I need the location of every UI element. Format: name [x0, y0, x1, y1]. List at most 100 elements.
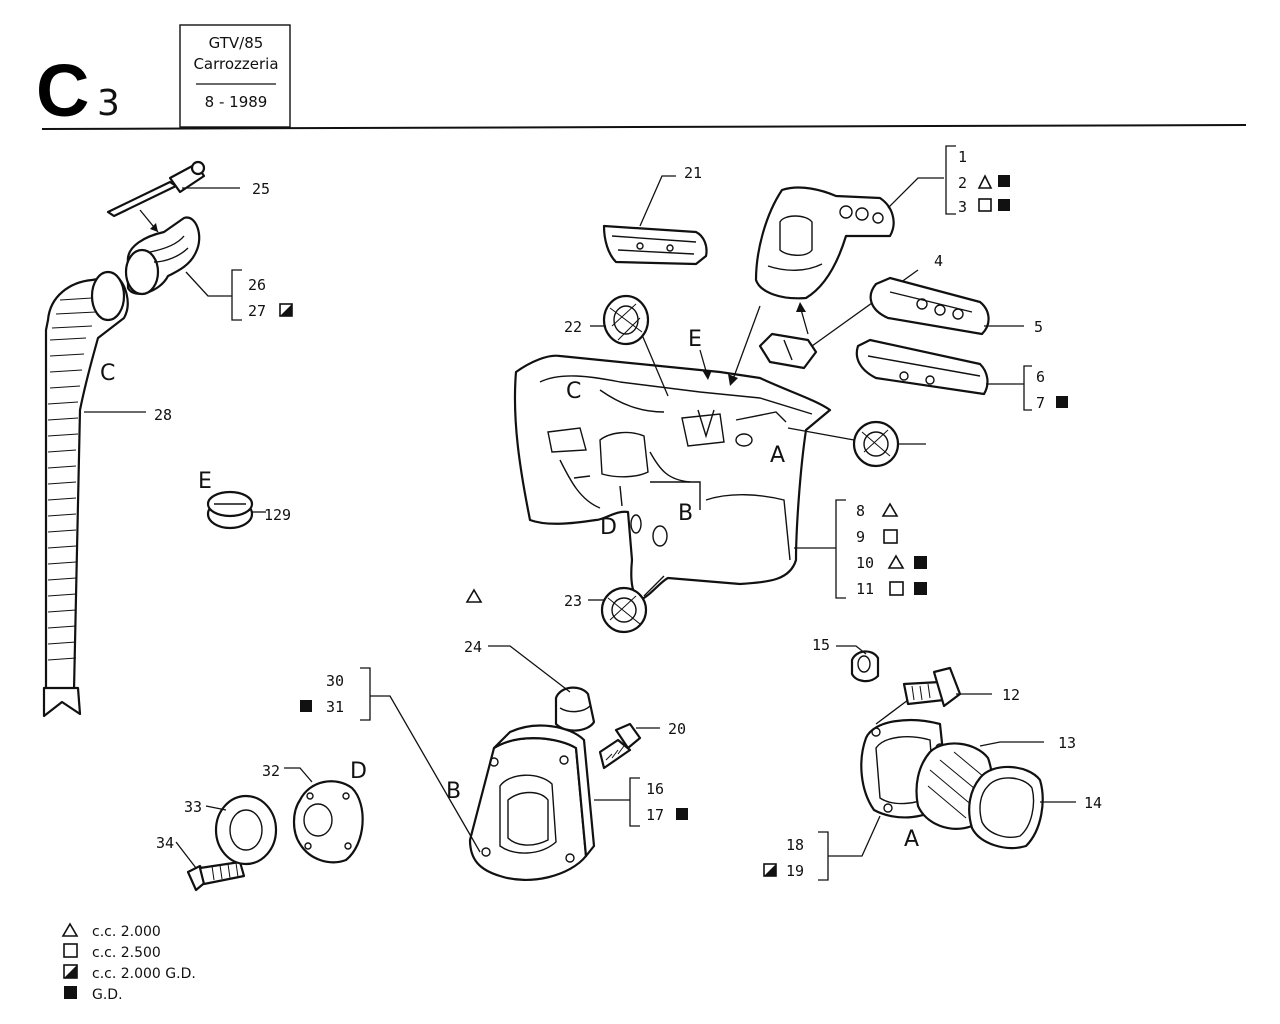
bracket-30-31 — [360, 667, 371, 721]
leader-15 — [836, 645, 867, 655]
bracket-1-3 — [945, 145, 956, 215]
part-number-11: 11 — [856, 580, 874, 598]
part-number-31: 31 — [326, 698, 344, 716]
part-number-4: 4 — [934, 252, 943, 270]
part-number-1: 1 — [958, 148, 967, 166]
flange-plate-part — [468, 724, 596, 881]
elbow-connector-part — [124, 216, 201, 296]
washer-33-part — [214, 794, 278, 866]
part-number-26: 26 — [248, 276, 266, 294]
screw-12-part — [902, 666, 962, 708]
part-number-18: 18 — [786, 836, 804, 854]
zone-letter-bellows-a: A — [904, 827, 919, 852]
part-number-33: 33 — [184, 798, 202, 816]
legend-filled-square-icon — [64, 986, 77, 999]
variant-symbols — [279, 174, 1068, 877]
part-number-20: 20 — [668, 720, 686, 738]
rivet-part — [106, 160, 206, 218]
title-box — [179, 24, 291, 128]
square-icon — [978, 198, 992, 212]
part-number-9: 9 — [856, 528, 865, 546]
filled-square-icon — [676, 808, 688, 820]
arrow-to-panel — [731, 305, 761, 383]
date-label: 8 - 1989 — [205, 93, 268, 111]
grommet-29-part — [206, 490, 254, 530]
section-code-number: 3 — [97, 83, 120, 124]
nut-15-part — [850, 650, 880, 683]
square-icon — [883, 529, 898, 544]
section-label: Carrozzeria — [193, 55, 278, 73]
legend: c.c. 2.000 c.c. 2.500 c.c. 2.000 G.D. G.… — [61, 922, 196, 1003]
leader-32 — [284, 767, 313, 783]
bracket-5-part — [869, 276, 990, 336]
zone-letter-flange-b: B — [446, 779, 461, 804]
leader-30-31 — [370, 695, 481, 853]
zone-letter-cover-d: D — [350, 759, 367, 784]
part-number-34: 34 — [156, 834, 174, 852]
filled-square-icon — [914, 556, 927, 569]
triangle-icon — [977, 174, 993, 189]
part-number-22: 22 — [564, 318, 582, 336]
bracket-16-17 — [629, 777, 640, 827]
zone-letter-panel-c: C — [566, 379, 581, 404]
part-number-13: 13 — [1058, 734, 1076, 752]
bracket-8-11 — [835, 499, 846, 599]
part-number-32: 32 — [262, 762, 280, 780]
part-number-21: 21 — [684, 164, 702, 182]
cross-member-6-7-part — [855, 338, 989, 396]
bracket-21-part — [602, 224, 708, 266]
part-number-14: 14 — [1084, 794, 1102, 812]
filled-square-icon — [998, 175, 1010, 187]
section-code-letter: C — [36, 49, 89, 132]
part-number-5: 5 — [1034, 318, 1043, 336]
zone-letter-hose-c: C — [100, 361, 115, 386]
cover-32-part — [292, 780, 364, 864]
arrow-12 — [875, 699, 909, 725]
bracket-18-19 — [818, 831, 829, 881]
part-number-2: 2 — [958, 174, 967, 192]
bracket-26-27 — [231, 269, 242, 321]
zone-letter-panel-d: D — [600, 515, 617, 540]
part-number-25: 25 — [252, 180, 270, 198]
leader-1-3 — [887, 177, 944, 209]
leader-33 — [205, 805, 227, 811]
triangle-icon — [887, 554, 905, 569]
legend-triangle-icon — [61, 922, 79, 937]
part-number-17: 17 — [646, 806, 664, 824]
header: C 3 GTV/85 Carrozzeria 8 - 1989 — [36, 24, 1247, 132]
part-number-12: 12 — [1002, 686, 1020, 704]
part-number-10: 10 — [856, 554, 874, 572]
grommet-23-part — [600, 586, 648, 634]
leader-22 — [639, 329, 669, 397]
zone-letter-panel-b: B — [678, 501, 693, 526]
part-number-23: 23 — [564, 592, 582, 610]
legend-square-icon — [63, 943, 78, 958]
leader-34 — [175, 841, 197, 869]
zone-letter-plug-e: E — [198, 469, 212, 494]
part-number-30: 30 — [326, 672, 344, 690]
bush-24-part — [554, 686, 596, 732]
leader-24 — [488, 645, 571, 693]
hose-ribs — [47, 297, 97, 661]
firewall-panel-part — [513, 354, 832, 602]
leader-13 — [979, 741, 1044, 747]
gasket-14-part — [968, 765, 1044, 850]
part-number-27: 27 — [248, 302, 266, 320]
grommet-22-part — [602, 294, 650, 346]
header-rule — [41, 124, 1247, 130]
part-number-28: 28 — [154, 406, 172, 424]
screw-20-part — [598, 722, 642, 770]
grommet-right-part — [852, 420, 900, 468]
part-number-19: 19 — [786, 862, 804, 880]
legend-item-4: G.D. — [92, 987, 123, 1003]
bolt-34-part — [186, 860, 246, 892]
triangle-icon — [465, 588, 483, 603]
leader-21 — [639, 175, 676, 227]
reinforcement-1-3-part — [754, 186, 895, 300]
part-number-16: 16 — [646, 780, 664, 798]
zone-letter-panel-e: E — [688, 327, 702, 352]
leader-18-19 — [828, 815, 881, 857]
leader-grommet-right — [787, 427, 855, 441]
bracket-6-7 — [1023, 365, 1032, 411]
